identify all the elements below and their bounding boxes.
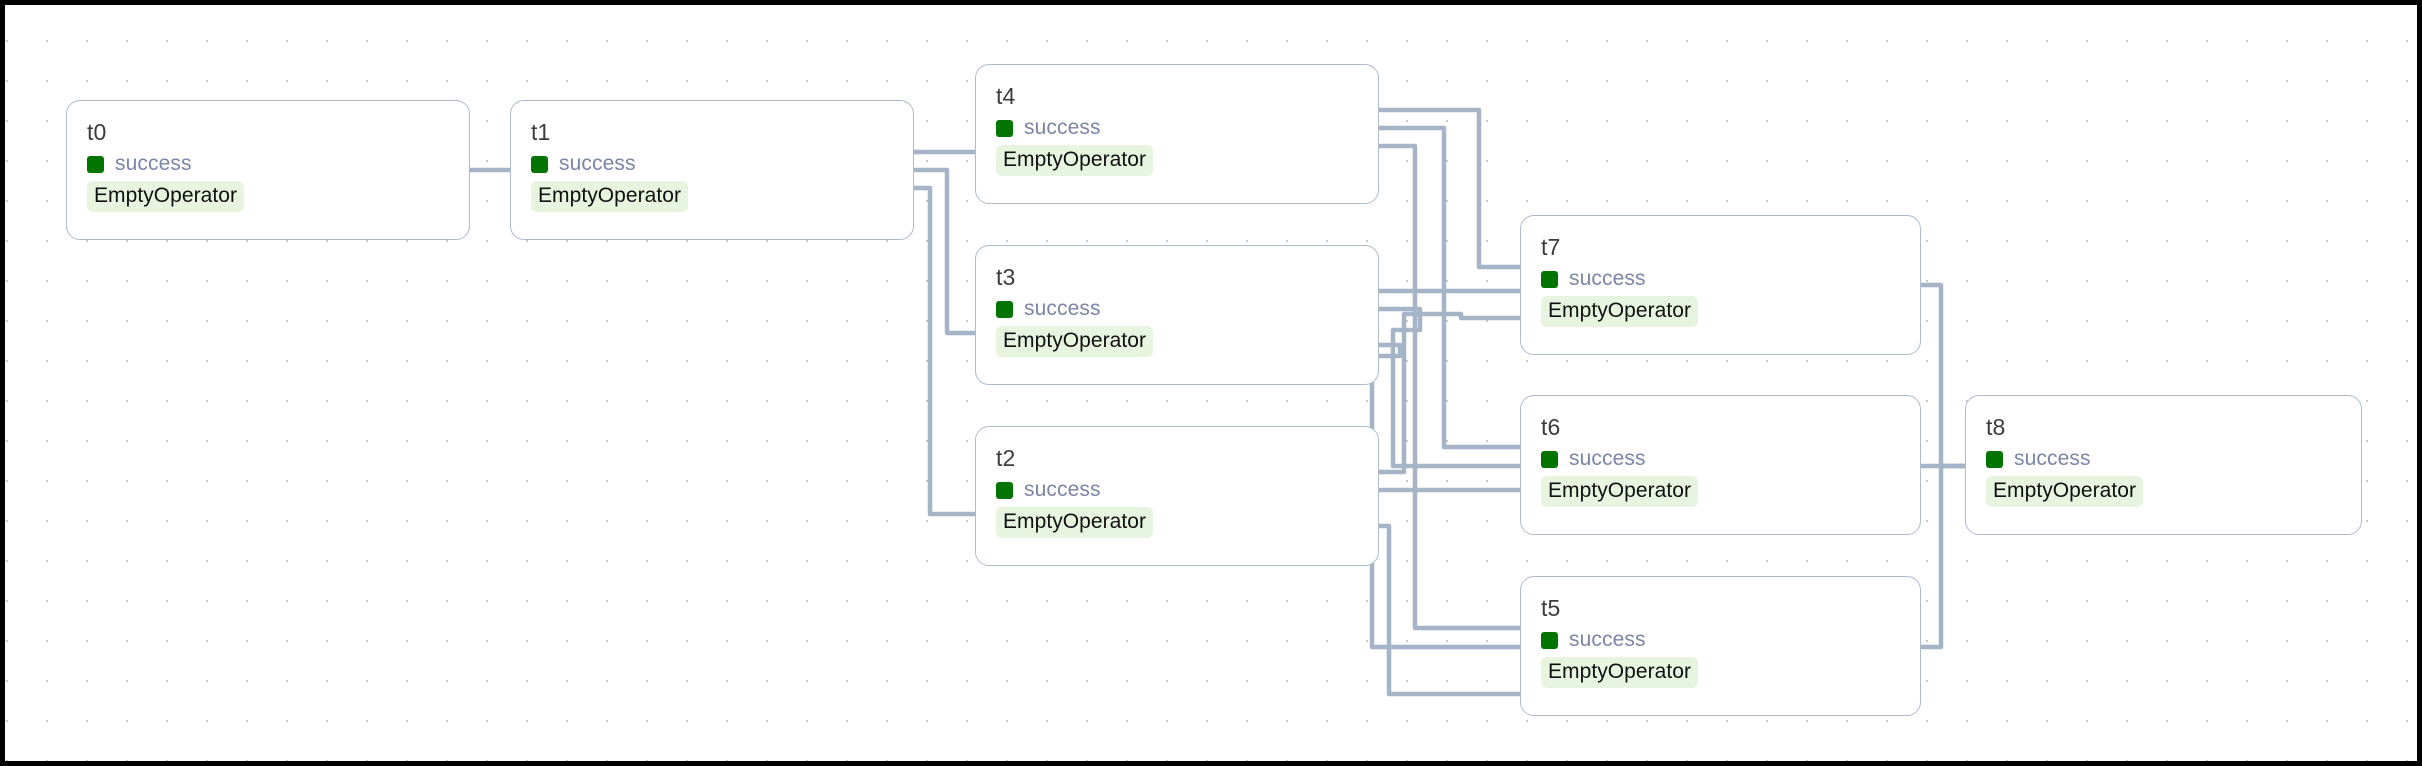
node-title: t7 (1541, 234, 1561, 260)
node-status-row: success (531, 152, 636, 176)
node-status-row: success (1541, 628, 1646, 652)
node-status-label: success (1024, 116, 1101, 139)
node-status-row: success (996, 116, 1101, 140)
node-status-label: success (1024, 297, 1101, 320)
node-operator-badge: EmptyOperator (87, 181, 245, 212)
status-success-icon (531, 155, 548, 173)
node-title: t8 (1986, 414, 2006, 440)
node-status-label: success (1569, 267, 1646, 290)
status-success-icon (1541, 270, 1558, 288)
node-status-row: success (87, 152, 192, 176)
status-success-icon (996, 481, 1013, 499)
node-operator-badge: EmptyOperator (531, 181, 689, 212)
status-success-icon (1541, 631, 1558, 649)
node-operator-badge: EmptyOperator (1986, 476, 2144, 507)
node-operator-badge: EmptyOperator (996, 507, 1154, 538)
node-operator-badge: EmptyOperator (1541, 657, 1699, 688)
node-title: t4 (996, 83, 1016, 109)
node-operator-badge: EmptyOperator (1541, 476, 1699, 507)
status-success-icon (996, 119, 1013, 137)
status-success-icon (1986, 450, 2003, 468)
status-success-icon (1541, 450, 1558, 468)
node-status-row: success (1986, 447, 2091, 471)
node-status-label: success (1024, 478, 1101, 501)
node-status-label: success (115, 152, 192, 175)
node-status-label: success (559, 152, 636, 175)
node-title: t3 (996, 264, 1016, 290)
node-status-row: success (996, 478, 1101, 502)
node-operator-badge: EmptyOperator (1541, 296, 1699, 327)
node-title: t6 (1541, 414, 1561, 440)
node-status-label: success (2014, 447, 2091, 470)
node-status-row: success (996, 297, 1101, 321)
status-success-icon (996, 300, 1013, 318)
node-operator-badge: EmptyOperator (996, 145, 1154, 176)
node-status-label: success (1569, 628, 1646, 651)
status-success-icon (87, 155, 104, 173)
node-title: t2 (996, 445, 1016, 471)
node-status-row: success (1541, 267, 1646, 291)
node-operator-badge: EmptyOperator (996, 326, 1154, 357)
node-title: t5 (1541, 595, 1561, 621)
node-title: t0 (87, 119, 107, 145)
node-status-row: success (1541, 447, 1646, 471)
node-status-label: success (1569, 447, 1646, 470)
node-title: t1 (531, 119, 551, 145)
